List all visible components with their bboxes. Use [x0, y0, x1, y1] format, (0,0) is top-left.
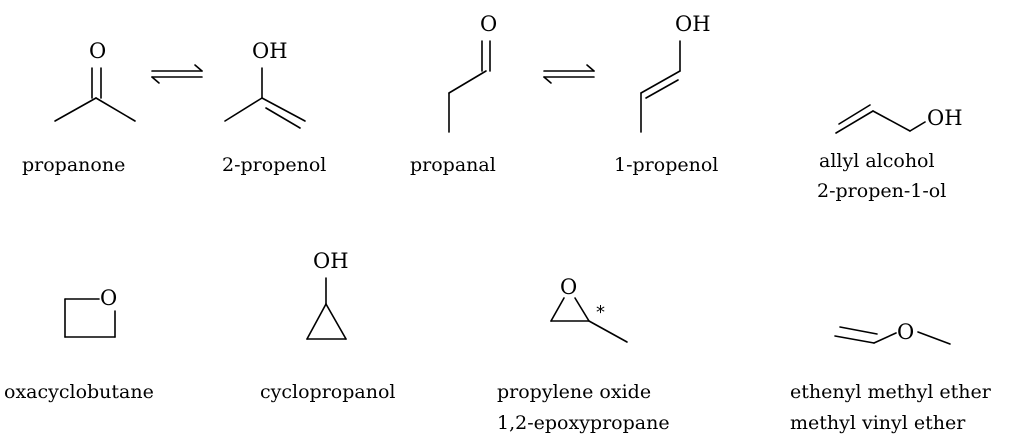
equilibrium-arrow	[151, 64, 203, 84]
molecule-name: 2-propenol	[222, 154, 326, 176]
molecule-propylene-oxide: O * propylene oxide 1,2-epoxypropane	[497, 275, 670, 434]
molecule-name: allyl alcohol	[819, 150, 935, 172]
molecule-cyclopropanol: OH cyclopropanol	[260, 249, 395, 403]
atom-label: OH	[927, 106, 963, 130]
atom-label: O	[89, 39, 106, 63]
atom-label: OH	[313, 249, 349, 273]
atom-label: O	[480, 12, 497, 36]
molecule-propanone: O propanone	[22, 39, 136, 176]
molecule-name: propylene oxide	[497, 381, 651, 403]
stereocenter-marker: *	[596, 302, 605, 323]
molecule-oxacyclobutane: O oxacyclobutane	[4, 286, 154, 403]
molecule-name: propanone	[22, 154, 125, 176]
atom-label: O	[560, 275, 577, 299]
molecule-name: cyclopropanol	[260, 381, 395, 403]
molecule-methyl-vinyl-ether: O ethenyl methyl ether methyl vinyl ethe…	[790, 320, 992, 434]
equilibrium-arrow	[543, 64, 595, 84]
molecule-propanal: O propanal	[410, 12, 497, 176]
atom-label: OH	[675, 12, 711, 36]
molecule-name-alt: methyl vinyl ether	[790, 412, 966, 434]
molecule-name: propanal	[410, 154, 496, 176]
molecule-2-propenol: OH 2-propenol	[222, 39, 326, 176]
atom-label: O	[100, 286, 117, 310]
molecule-name: ethenyl methyl ether	[790, 381, 992, 403]
molecule-name: 1-propenol	[614, 154, 718, 176]
atom-label: O	[897, 320, 914, 344]
molecule-1-propenol: OH 1-propenol	[614, 12, 718, 176]
molecule-name-alt: 2-propen-1-ol	[817, 180, 946, 202]
atom-label: OH	[252, 39, 288, 63]
molecule-allyl-alcohol: OH allyl alcohol 2-propen-1-ol	[817, 104, 963, 202]
molecule-name-alt: 1,2-epoxypropane	[497, 412, 670, 434]
molecule-name: oxacyclobutane	[4, 381, 154, 403]
